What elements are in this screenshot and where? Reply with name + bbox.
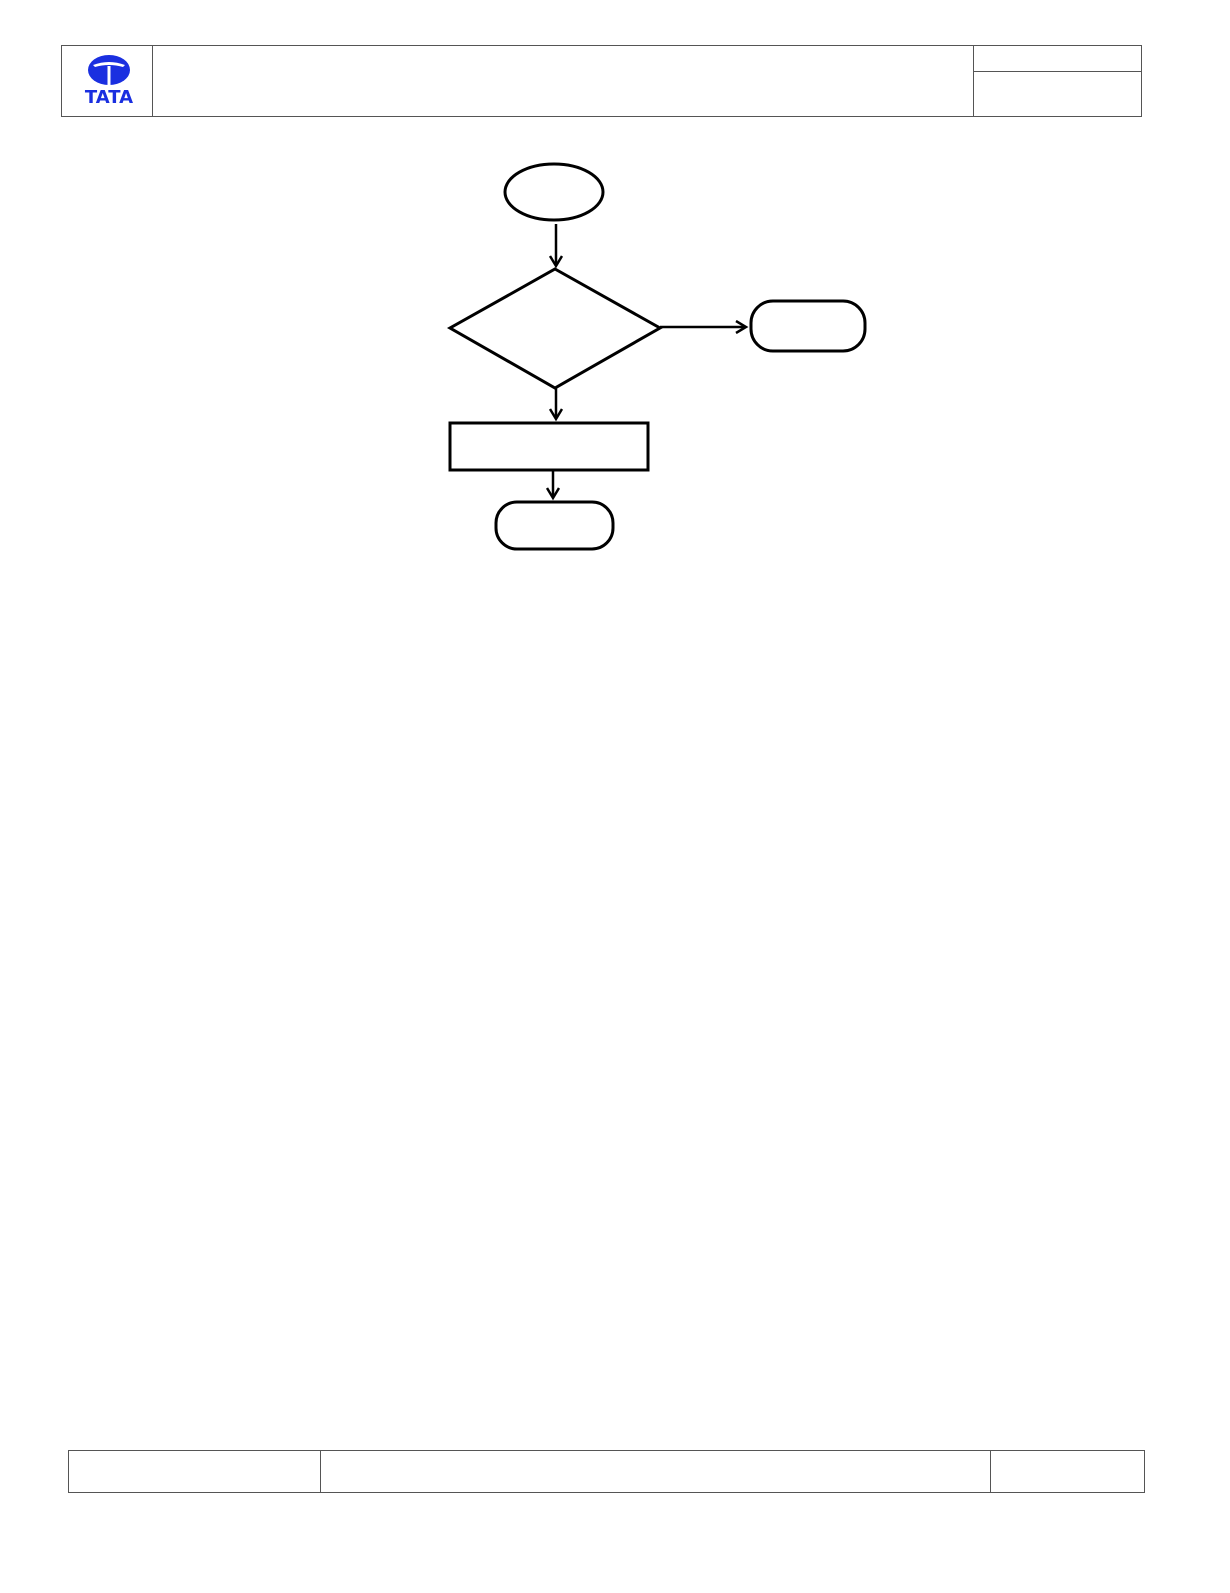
footer-right-text	[991, 1451, 1144, 1459]
footer-right-cell	[990, 1450, 1145, 1493]
start-node	[503, 162, 605, 222]
header-right-top-cell	[974, 46, 1141, 72]
tata-logo-icon: TATA	[79, 54, 139, 110]
document-header: TATA	[61, 45, 1142, 117]
tata-logo-emblem	[88, 55, 130, 85]
footer-middle-cell	[320, 1450, 991, 1493]
footer-middle-text	[320, 1451, 991, 1459]
logo-text: TATA	[84, 87, 134, 108]
header-right-cell	[973, 46, 1141, 116]
end-node	[494, 500, 615, 551]
footer-left-cell	[68, 1450, 321, 1493]
footer-left-text	[69, 1451, 320, 1459]
process-node	[448, 421, 650, 472]
header-logo-cell: TATA	[62, 46, 153, 116]
flowchart-diagram	[446, 162, 867, 551]
side-terminal-node	[749, 299, 867, 353]
decision-node	[446, 267, 664, 390]
